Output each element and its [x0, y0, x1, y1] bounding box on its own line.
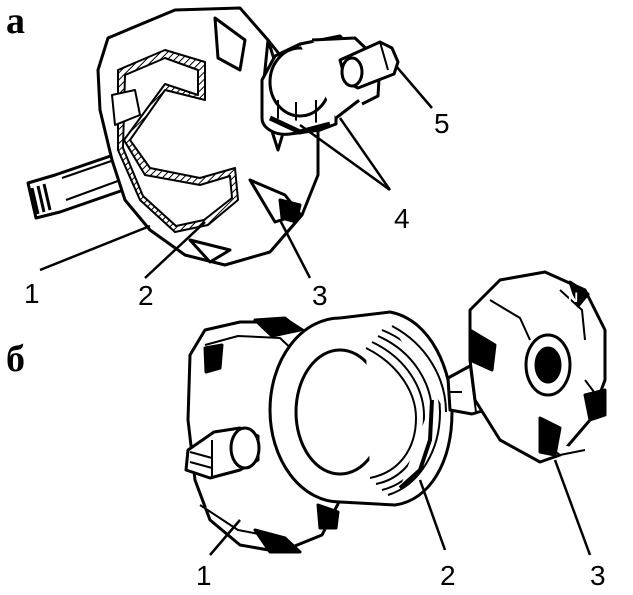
- panel-b-letter: б: [6, 338, 25, 380]
- panel-b-callout-2: 2: [440, 560, 456, 591]
- panel-a-callout-4: 4: [394, 203, 410, 234]
- panel-b-leaders: [209, 459, 592, 556]
- field-coil-drum: [268, 310, 454, 507]
- panel-a-letter: а: [6, 0, 25, 42]
- panel-b-rotor-drawing: S: [184, 270, 607, 556]
- panel-a-callout-5: 5: [434, 108, 450, 139]
- panel-a-rotor-drawing: [26, 6, 433, 279]
- panel-b-callout-3: 3: [590, 560, 606, 591]
- north-pole-mark: N: [568, 289, 578, 305]
- right-claw-pole-half: N: [468, 270, 607, 464]
- claw-pole-body: [96, 6, 320, 267]
- panel-a-callout-1: 1: [24, 278, 40, 309]
- panel-a-callout-3: 3: [312, 280, 328, 311]
- panel-b-callout-1: 1: [196, 560, 212, 591]
- panel-a-callout-2: 2: [138, 280, 154, 311]
- panel-a-leaders: [39, 65, 433, 279]
- shaft-right-end: [338, 40, 400, 90]
